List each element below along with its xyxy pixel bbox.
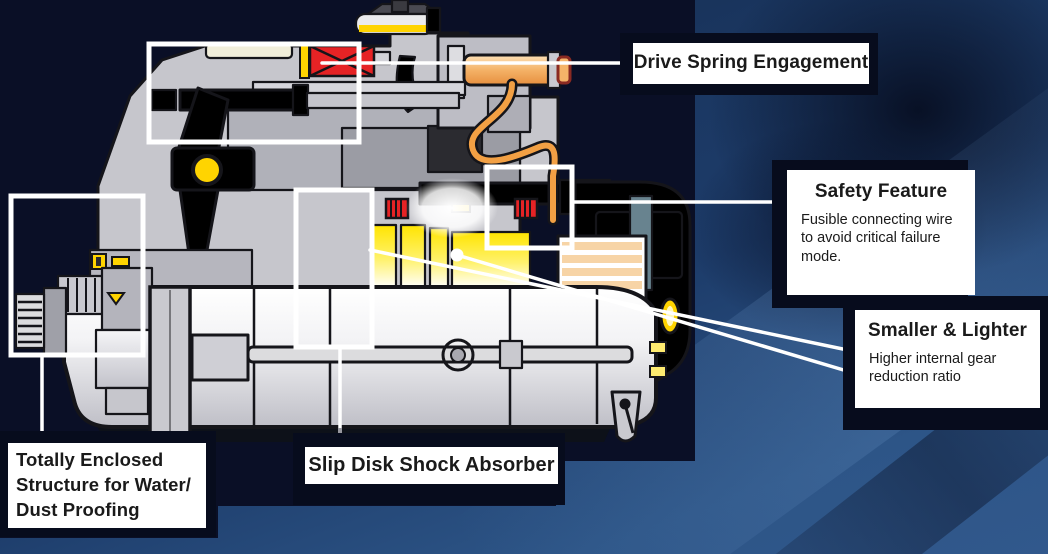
output-shaft	[246, 345, 634, 364]
shaft-step	[498, 339, 524, 370]
callout-body: Higher internal gear reduction ratio	[869, 350, 997, 386]
callout-smaller-lighter: Smaller & Lighter Higher internal gear r…	[855, 310, 1040, 408]
terminal-yellow-stripe	[359, 25, 431, 32]
solenoid-coil-symbol	[308, 44, 376, 78]
through-bolt-inner	[450, 347, 466, 363]
fusible-wire	[466, 78, 561, 226]
callout-body: Fusible connecting wire to avoid critica…	[801, 211, 953, 265]
through-bolt-outer	[441, 338, 475, 372]
highlight-rect-drive-spring	[146, 41, 362, 145]
terminal-post	[390, 0, 410, 14]
callout-title: Safety Feature	[814, 181, 948, 202]
ledge-detail-slot	[96, 257, 101, 266]
spring-end-cap	[291, 83, 310, 117]
leader-anchor-dot	[450, 248, 464, 262]
brush-hatch-left	[384, 197, 410, 220]
callout-enclosed-structure: Totally Enclosed Structure for Water/ Du…	[8, 443, 206, 528]
spring-seat	[150, 88, 178, 112]
highlight-rect-slip-disk	[293, 187, 375, 350]
armature-shaft-upper	[305, 91, 461, 110]
rear-tab-1	[649, 341, 667, 354]
leader-smaller-lower	[455, 253, 859, 376]
plunger-tip	[556, 55, 572, 85]
terminal-yellow-post	[425, 6, 442, 34]
bottom-stud	[610, 390, 642, 443]
highlight-glow	[406, 178, 498, 238]
callout-title: Smaller & Lighter	[867, 320, 1028, 341]
callout-title: Drive Spring Engagement	[633, 52, 869, 73]
callout-title: Slip Disk Shock Absorber	[308, 454, 555, 476]
callout-slip-disk: Slip Disk Shock Absorber	[305, 447, 558, 484]
callout-drive-spring: Drive Spring Engagement	[633, 43, 869, 84]
brush-hatch-right	[513, 197, 539, 220]
starter-motor-illustration	[14, 0, 692, 443]
callout-title: Totally Enclosed Structure for Water/ Du…	[16, 449, 192, 520]
callout-safety-feature: Safety Feature Fusible connecting wire t…	[787, 170, 975, 295]
shaft-coupler	[190, 333, 250, 382]
coil-yellow-strip	[299, 44, 310, 79]
highlight-rect-safety	[484, 164, 575, 251]
highlight-rect-enclosed	[8, 193, 146, 358]
ledge-detail-strip	[111, 256, 130, 267]
rear-tab-2	[649, 365, 667, 378]
